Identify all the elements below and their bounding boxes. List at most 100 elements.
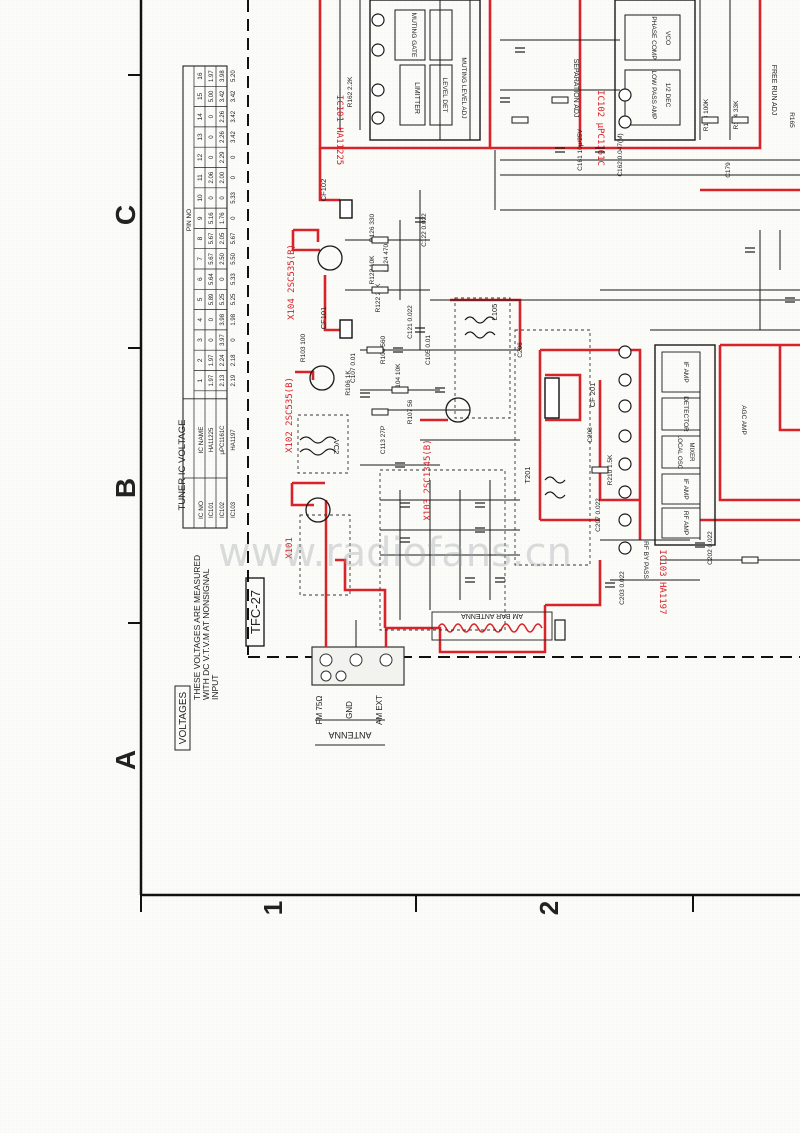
c113-label: C113 27P [380, 426, 387, 454]
ic-pin [618, 345, 632, 359]
voltages-line-2: WITH DC V.T.V.M AT NONSIGNAL [201, 568, 211, 700]
ic102-label: IC102 μPC1161C [595, 90, 605, 166]
ic-table-cell: 1.76 [220, 212, 226, 224]
antenna-terminal-gnd: GND [345, 701, 354, 719]
r183-label: R183 100K [703, 98, 710, 131]
ic-table-cell: 5.89 [209, 293, 215, 305]
ic-pin [618, 457, 632, 471]
ic-table-cell: 5.50 [231, 252, 237, 264]
ic-table-row-ic-no: IC102 [220, 501, 226, 518]
c121-label: C121 0.022 [407, 305, 414, 339]
ic103-mixer: MIXER [688, 442, 694, 462]
black-wiring [339, 0, 800, 620]
ic-pin [618, 485, 632, 499]
ic-table-title: TUNER IC VOLTAGE [177, 420, 188, 511]
ic-table-cell: 2.13 [220, 374, 226, 386]
r210-label: R210 1.5K [607, 454, 614, 485]
ic102-block: LOW PASS AMP PHASE COMP VCO 1/2 DEC IC10… [572, 0, 777, 166]
ic-pin [618, 115, 632, 129]
ic-table-cell: 3.98 [220, 70, 226, 82]
transistor-symbols [305, 245, 471, 523]
r106-label: R106 1K [345, 370, 352, 396]
ic-pin [618, 399, 632, 413]
svg-text:TFC-27: TFC-27 [248, 590, 263, 634]
separation-adj: SEPARATION ADJ [572, 59, 579, 118]
ic-table-pin-2: 2 [197, 358, 204, 362]
ic-table-pin-10: 10 [197, 194, 204, 202]
cf102-label: CF102 [319, 179, 328, 202]
ic-table-row-ic-no: IC101 [209, 501, 215, 518]
ic101-level-det: LEVEL DET [441, 78, 448, 113]
board-label: TFC-27 [245, 577, 265, 647]
ic-table-cell: 3.42 [231, 110, 237, 122]
ic-table-cell: 0 [231, 155, 237, 159]
ic102-low-pass: LOW PASS AMP [650, 70, 657, 119]
ic-pin-markers [371, 13, 632, 555]
ic-table-pin-5: 5 [197, 297, 204, 301]
ic-pin [618, 513, 632, 527]
c122-label: C122 0.022 [421, 213, 428, 247]
board-outline [247, 0, 800, 658]
ic103-local-osc: LOCAL OSC [676, 435, 682, 470]
ic-table-cell: 1.97 [209, 354, 215, 366]
ic-table-cell: 5.33 [231, 191, 237, 203]
ic-table-pin-8: 8 [197, 236, 204, 240]
ic-table-pin-14: 14 [197, 113, 204, 121]
c207-label: C207 0.022 [595, 498, 602, 532]
ic-table-cell: 2.26 [220, 110, 226, 122]
red-power-traces [290, 0, 800, 628]
ic-table-cell: 0 [209, 317, 215, 321]
ic-table-pin-4: 4 [197, 318, 204, 322]
ic-table-cell: 5.25 [220, 293, 226, 305]
ic-pin [371, 43, 385, 57]
r126-label: R126 330 [369, 214, 376, 243]
ic101-muting-gate: MUTING GATE [410, 13, 417, 58]
ic-table-cell: 0 [209, 338, 215, 342]
c179-label: C179 [725, 162, 732, 178]
ic-pin [371, 13, 385, 27]
ic-table-pin-6: 6 [197, 277, 204, 281]
ic-table-cell: 3.42 [231, 90, 237, 102]
ic103-if-amp-2: IF AMP [682, 478, 689, 499]
ic103-agc-amp: AGC AMP [740, 405, 747, 435]
ic-table-row-ic-name: HA11225 [209, 427, 215, 452]
ic-table-cell: 2.26 [220, 131, 226, 143]
c203-label: C203 0.022 [619, 571, 626, 605]
watermark: www.radiofans.cn [218, 530, 572, 576]
ic-table-cell: 0 [209, 135, 215, 139]
col-number-2: 2 [534, 901, 564, 915]
ic-table-cell: 0 [231, 216, 237, 220]
ic103-if-amp-1: IF AMP [682, 361, 689, 382]
ic-pin [618, 541, 632, 555]
ic-table-cell: 2.06 [209, 171, 215, 183]
ic-table-cell: 0 [231, 175, 237, 179]
ic-table-cell: 1.98 [231, 313, 237, 325]
voltages-line-1: THESE VOLTAGES ARE MEASURED [192, 555, 202, 700]
ic-table-cell: 3.97 [220, 334, 226, 346]
ic-table-cell: 2.29 [220, 151, 226, 163]
ic-pin [371, 83, 385, 97]
ic-table-cell: 1.97 [209, 374, 215, 386]
c161-label: C161 10μ/25V [577, 128, 584, 170]
ic103-detector: DETECTOR [682, 396, 689, 432]
ic-table-header-pin: PIN NO [186, 209, 193, 231]
ic-table-cell: 2.50 [220, 252, 226, 264]
ic-table-header-ic-name: IC NAME [198, 426, 205, 454]
r103-label: R103 100 [300, 334, 307, 363]
ic-table-header-ic-no: IC NO [198, 501, 205, 519]
ic-table-cell: 5.16 [209, 212, 215, 224]
ic-table-cell: 5.67 [209, 252, 215, 264]
ic-table-row-ic-name: HA1197 [231, 429, 237, 451]
fm-terminal-screw [319, 653, 333, 667]
r162-label: R162 2.2K [347, 76, 354, 107]
c206-label: C206 [517, 342, 524, 358]
ic102-dec: 1/2 DEC [664, 83, 671, 108]
ic-table-cell: 5.33 [231, 273, 237, 285]
x101-label: X101 [285, 537, 295, 559]
antenna-section: FM 75Ω GND AM EXT ANTENNA [311, 500, 547, 746]
ic-table-cell: 5.20 [231, 70, 237, 82]
ic102-vco: VCO [664, 31, 671, 45]
ic103-rf-amp: RF AMP [682, 511, 689, 535]
shield-outlines [297, 297, 591, 631]
